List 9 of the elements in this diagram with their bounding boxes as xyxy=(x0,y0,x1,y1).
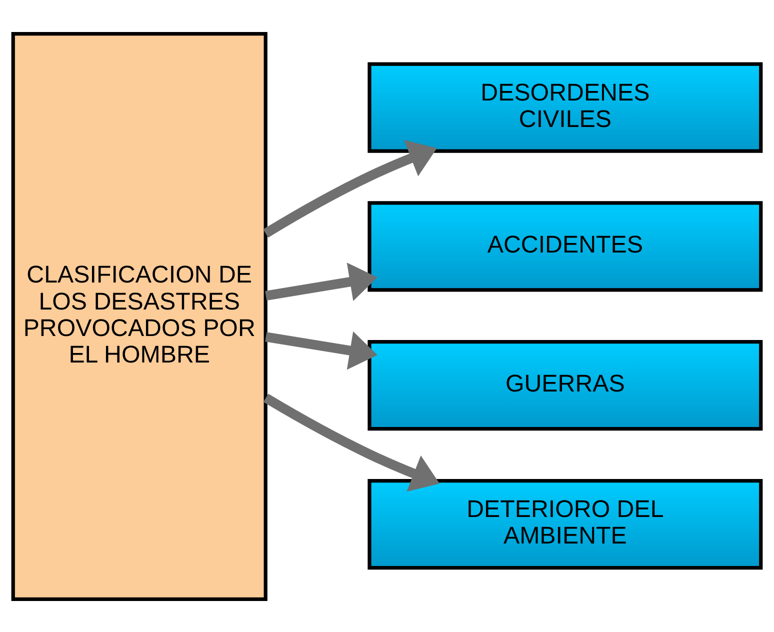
node-box: DESORDENES CIVILES xyxy=(368,62,763,152)
arrow xyxy=(263,393,440,492)
node-box: DETERIORO DEL AMBIENTE xyxy=(368,478,763,570)
node-box: ACCIDENTES xyxy=(368,200,763,292)
arrow xyxy=(265,262,378,300)
node-box: GUERRAS xyxy=(368,340,763,430)
arrow xyxy=(265,330,378,370)
node-box: CLASIFICACION DE LOS DESASTRES PROVOCADOS POR EL HOMBRE xyxy=(11,32,268,600)
arrow xyxy=(263,140,437,238)
